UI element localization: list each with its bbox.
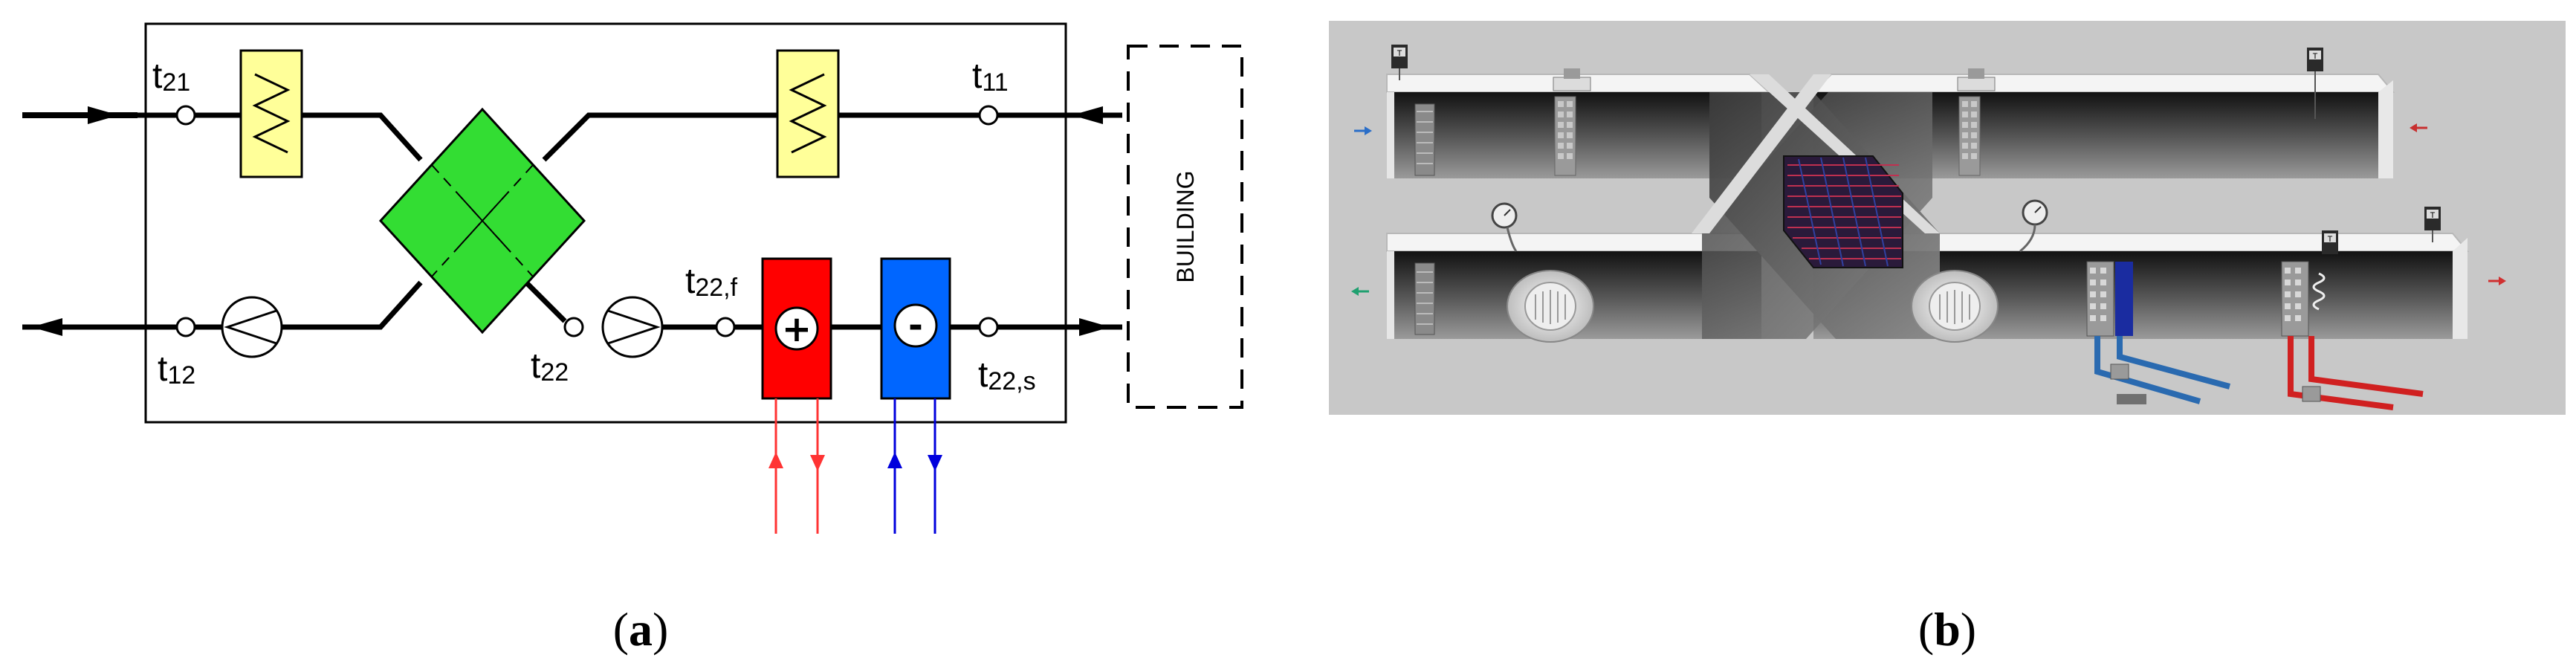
supply-fan — [601, 296, 664, 358]
label-t11: t11 — [972, 56, 1009, 97]
label-t22f: t22,f — [685, 262, 738, 302]
svg-text:T: T — [2328, 235, 2333, 244]
sensor-t12 — [175, 317, 196, 337]
panel-a-schematic: BUILDING — [22, 22, 1243, 656]
caption-a: (a) — [613, 603, 669, 656]
exhaust-fan-3d — [1507, 270, 1594, 343]
pressure-gauge-left — [1491, 202, 1518, 252]
top-airstream — [22, 106, 1122, 162]
caption-b: (b) — [1918, 603, 1976, 656]
svg-text:T: T — [2313, 52, 2318, 61]
cooling-coil-3d — [2086, 261, 2133, 337]
building-box — [1127, 45, 1243, 409]
hot-water-piping — [2288, 336, 2424, 410]
exhaust-air-grille — [1414, 262, 1435, 335]
upper-right-filter-panel — [1958, 96, 1981, 176]
sensor-t11 — [978, 105, 999, 126]
bottom-airstream — [22, 280, 1122, 336]
supply-fan-3d — [1911, 270, 1999, 343]
exhaust-fan — [221, 296, 283, 358]
heater-plus-symbol: + — [782, 308, 812, 350]
arrow-outdoor-air-in — [1354, 126, 1372, 135]
label-t22: t22 — [531, 346, 569, 387]
sensor-t22s — [978, 317, 999, 337]
label-t21: t21 — [152, 56, 190, 97]
cooler-minus-symbol: - — [908, 305, 923, 346]
heating-coil: + — [761, 257, 832, 400]
heat-recovery-exchanger — [378, 107, 586, 334]
heat-recovery-core — [1783, 155, 1903, 268]
filter-right — [776, 49, 840, 178]
pressure-gauge-right — [2019, 199, 2048, 253]
sensor-t22f — [715, 317, 736, 337]
ahu-unit-frame — [144, 22, 1067, 424]
top-left-damper-actuator — [1553, 68, 1591, 91]
outdoor-air-filter — [1414, 103, 1435, 176]
svg-text:T: T — [1397, 49, 1402, 58]
label-t12: t12 — [158, 349, 195, 390]
label-t22s: t22,s — [978, 355, 1036, 395]
arrow-return-air-in — [2410, 123, 2427, 132]
temp-sensor-outdoor: T — [1391, 45, 1408, 80]
panel-b-3d-render: (b) — [1329, 21, 2566, 656]
sensor-t21 — [175, 105, 196, 126]
temp-sensor-coil: T — [2322, 230, 2338, 254]
sensor-t22 — [563, 317, 584, 337]
heating-coil-3d — [2281, 261, 2326, 337]
cooling-coil: - — [880, 257, 951, 400]
svg-text:T: T — [2430, 211, 2436, 220]
heating-water-pipes — [768, 398, 825, 534]
top-right-damper-actuator — [1957, 68, 1996, 91]
building-label: BUILDING — [1172, 170, 1199, 282]
temp-sensor-supply: T — [2424, 207, 2441, 242]
chilled-water-pipes — [887, 398, 942, 534]
arrow-exhaust-air-out — [1351, 287, 1369, 296]
arrow-supply-air-out — [2488, 277, 2506, 285]
chilled-water-piping — [2094, 336, 2231, 404]
upper-left-filter-panel — [1554, 96, 1576, 176]
filter-left — [239, 49, 303, 178]
temp-sensor-return: T — [2307, 48, 2323, 119]
